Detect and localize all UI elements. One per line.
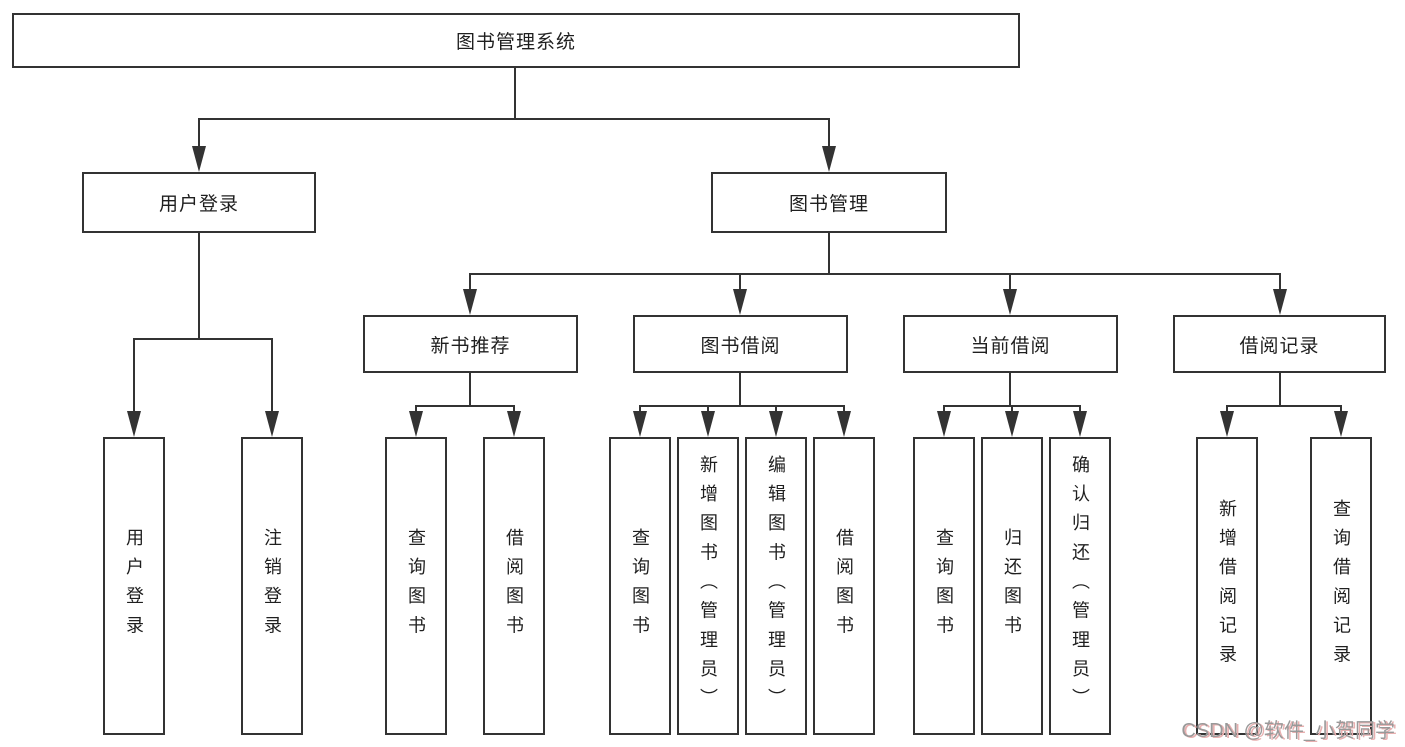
arrowhead-icon [507, 411, 521, 437]
leaf-edit-books-admin: 编辑图书（管理员） [745, 437, 807, 735]
arrowhead-icon [633, 411, 647, 437]
watermark: CSDN @软件_小贺同学 [1181, 720, 1395, 742]
leaf-logout: 注销登录 [241, 437, 303, 735]
arrowhead-icon [1273, 289, 1287, 315]
arrowhead-icon [192, 146, 206, 172]
connector-line [1011, 405, 1013, 413]
connector-line [943, 405, 945, 413]
connector-line [415, 405, 417, 413]
connector-line [707, 405, 709, 413]
arrowhead-icon [822, 146, 836, 172]
leaf-query-books-2: 查询图书 [609, 437, 671, 735]
node-new-book-recommend: 新书推荐 [363, 315, 578, 373]
arrowhead-icon [937, 411, 951, 437]
arrowhead-icon [127, 411, 141, 437]
leaf-add-books-admin: 新增图书（管理员） [677, 437, 739, 735]
leaf-return-books: 归还图书 [981, 437, 1043, 735]
arrowhead-icon [1220, 411, 1234, 437]
leaf-query-borrow-record: 查询借阅记录 [1310, 437, 1372, 735]
connector-line [271, 338, 273, 413]
connector-line [1279, 373, 1281, 405]
arrowhead-icon [1003, 289, 1017, 315]
node-book-management: 图书管理 [711, 172, 947, 233]
leaf-add-borrow-record: 新增借阅记录 [1196, 437, 1258, 735]
connector-line [843, 405, 845, 413]
arrowhead-icon [837, 411, 851, 437]
arrowhead-icon [409, 411, 423, 437]
arrowhead-icon [463, 289, 477, 315]
arrowhead-icon [1005, 411, 1019, 437]
arrowhead-icon [733, 289, 747, 315]
connector-line [1226, 405, 1228, 413]
leaf-confirm-return-admin: 确认归还（管理员） [1049, 437, 1111, 735]
leaf-query-books-3: 查询图书 [913, 437, 975, 735]
node-book-borrow: 图书借阅 [633, 315, 848, 373]
leaf-user-login: 用户登录 [103, 437, 165, 735]
connector-line [469, 273, 471, 291]
connector-line [1079, 405, 1081, 413]
arrowhead-icon [769, 411, 783, 437]
node-user-login: 用户登录 [82, 172, 316, 233]
connector-line [828, 118, 830, 148]
connector-line [198, 118, 830, 120]
arrowhead-icon [1334, 411, 1348, 437]
connector-line [198, 233, 200, 338]
connector-line [1340, 405, 1342, 413]
connector-line [1279, 273, 1281, 291]
leaf-borrow-books-1: 借阅图书 [483, 437, 545, 735]
node-current-borrow: 当前借阅 [903, 315, 1118, 373]
leaf-query-books-1: 查询图书 [385, 437, 447, 735]
leaf-borrow-books-2: 借阅图书 [813, 437, 875, 735]
connector-line [639, 405, 845, 407]
connector-line [198, 118, 200, 148]
connector-line [469, 373, 471, 405]
connector-line [415, 405, 515, 407]
connector-line [739, 273, 741, 291]
node-library-system: 图书管理系统 [12, 13, 1020, 68]
connector-line [514, 68, 516, 118]
connector-line [775, 405, 777, 413]
node-borrow-records: 借阅记录 [1173, 315, 1386, 373]
connector-line [513, 405, 515, 413]
connector-line [739, 373, 741, 405]
connector-line [639, 405, 641, 413]
connector-line [469, 273, 1281, 275]
connector-line [133, 338, 135, 413]
connector-line [828, 233, 830, 273]
connector-line [1009, 273, 1011, 291]
connector-line [1226, 405, 1342, 407]
arrowhead-icon [1073, 411, 1087, 437]
connector-line [1009, 373, 1011, 405]
connector-line [133, 338, 273, 340]
arrowhead-icon [265, 411, 279, 437]
arrowhead-icon [701, 411, 715, 437]
